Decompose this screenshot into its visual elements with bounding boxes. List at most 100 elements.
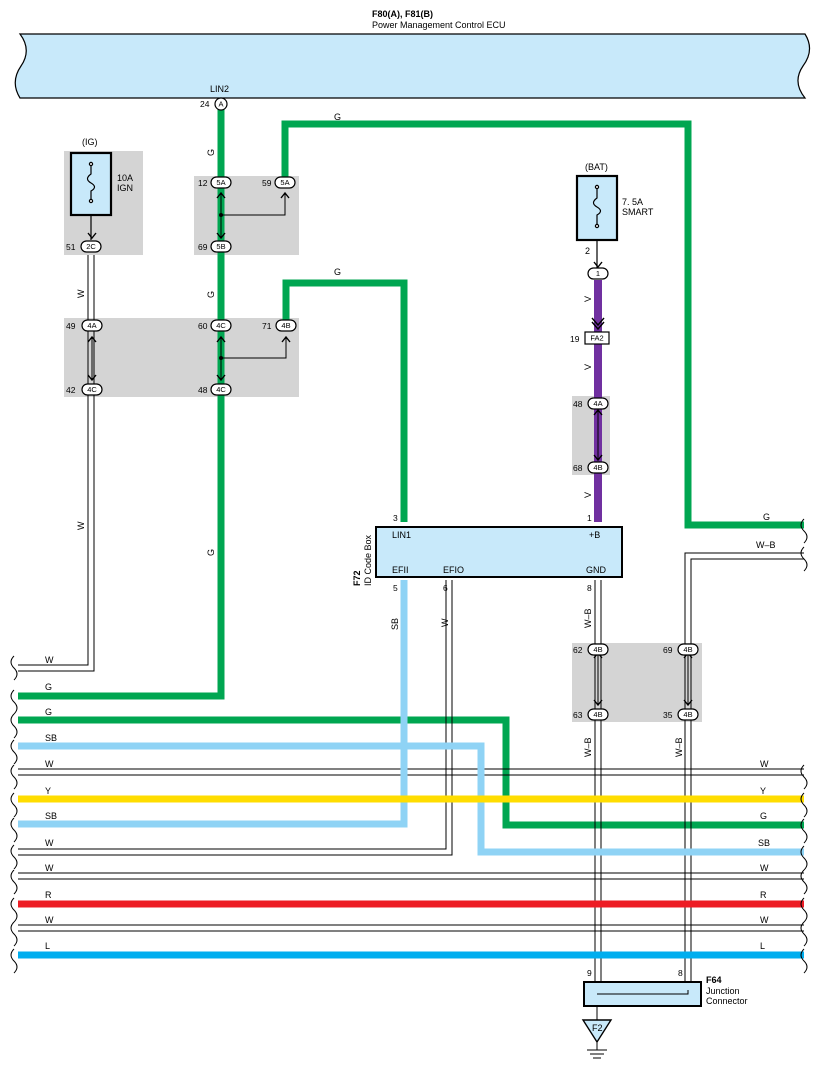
jb4-c35: 4B <box>683 710 692 719</box>
jb2-c42: 4C <box>87 385 97 394</box>
jb4-conn-35 <box>677 708 699 721</box>
jb2-conn-71 <box>275 319 297 332</box>
wl-g-l1: G <box>45 682 52 692</box>
jb2-p48: 48 <box>198 385 208 395</box>
junction-line1: Junction <box>706 986 740 996</box>
jb1-c59: 5A <box>280 178 289 187</box>
wl-w-1: W <box>76 289 86 298</box>
inline-conn: 1 <box>596 269 600 278</box>
wl-g-mid: G <box>334 267 341 277</box>
jb4-conn-63 <box>587 708 609 721</box>
inline-connector <box>587 267 609 280</box>
connector-pills: A 5A 5A 5B 2C 4A 4C 4B 4C 4C 1 FA2 4A 4B… <box>80 97 699 721</box>
white-wires <box>18 255 804 990</box>
idbox-p1: 1 <box>587 513 592 523</box>
jb1-conn-59 <box>274 176 296 189</box>
jb1-c12: 5A <box>216 178 225 187</box>
wl-w-l4: W <box>45 863 54 873</box>
ecu-pin-conn: A <box>218 100 223 109</box>
jb1-p69: 69 <box>198 242 208 252</box>
wl-y-r: Y <box>760 786 766 796</box>
idbox-p6: 6 <box>443 583 448 593</box>
idbox-p5: 5 <box>393 583 398 593</box>
jb4-p69: 69 <box>663 645 673 655</box>
ecu-pin-label: LIN2 <box>210 84 229 94</box>
jb2-p60: 60 <box>198 321 208 331</box>
wl-w-r2: W <box>760 863 769 873</box>
jb2-conn-49 <box>81 319 103 332</box>
fa2-label: FA2 <box>590 334 603 343</box>
wl-w-v: W <box>440 618 450 627</box>
connector-arrows <box>87 191 693 707</box>
jb1-p59: 59 <box>262 178 272 188</box>
fuse-bat-name: SMART <box>622 207 654 217</box>
jb2-conn-48 <box>210 383 232 396</box>
jb3-p48: 48 <box>573 399 583 409</box>
jb1-conn-69 <box>210 240 232 253</box>
jb1-conn-12 <box>210 176 232 189</box>
fuse-ig-conn <box>80 240 102 253</box>
wl-v-1: V <box>583 296 593 302</box>
ecu-bar <box>14 33 811 99</box>
jb2-conn-60 <box>210 319 232 332</box>
wl-w-2: W <box>76 521 86 530</box>
wl-w-l1: W <box>45 655 54 665</box>
wl-l-r: L <box>760 941 765 951</box>
wl-wb-3: W–B <box>674 737 684 757</box>
jb3-conn-48 <box>587 397 609 410</box>
ground-label: F2 <box>592 1023 603 1033</box>
fa2-connector <box>584 331 610 345</box>
wl-g-l2: G <box>45 707 52 717</box>
green-wires <box>18 108 804 829</box>
junction-p9: 9 <box>587 968 592 978</box>
wl-sb-l2: SB <box>45 811 57 821</box>
jb2-c48: 4C <box>216 385 226 394</box>
ecu-pin-connector <box>214 97 228 111</box>
ecu-name: Power Management Control ECU <box>372 20 506 30</box>
idbox-p3: 3 <box>393 513 398 523</box>
wl-wb-right: W–B <box>756 540 776 550</box>
junction-line2: Connector <box>706 996 748 1006</box>
fuse-bat-pin: 2 <box>585 246 590 256</box>
ecu-pin-no: 24 <box>200 99 210 109</box>
jb3-c48: 4A <box>593 399 602 408</box>
wl-y-l: Y <box>45 786 51 796</box>
fuse-bat-source: (BAT) <box>585 162 608 172</box>
jb4-p62: 62 <box>573 645 583 655</box>
idbox-p8: 8 <box>587 583 592 593</box>
wl-g-right: G <box>763 512 770 522</box>
fuse-ig-rating: 10A <box>117 173 133 183</box>
jb4-c62: 4B <box>593 645 602 654</box>
wl-w-r1: W <box>760 759 769 769</box>
jb4-c69: 4B <box>683 645 692 654</box>
jb2-p42: 42 <box>66 385 76 395</box>
pin-numbers: 24 12 59 69 51 49 60 71 42 48 19 48 68 6… <box>66 99 683 978</box>
fuse-bat-rating: 7. 5A <box>622 197 643 207</box>
fuse-ig-name: IGN <box>117 183 133 193</box>
fuse-ig-source: (IG) <box>82 137 98 147</box>
wl-l-l: L <box>45 941 50 951</box>
jb4-conn-69 <box>677 643 699 656</box>
vertical-wire-labels: G G G W W V V V SB W W–B W–B W–B <box>76 149 684 757</box>
wl-g-r: G <box>760 811 767 821</box>
jb3-conn-68 <box>587 461 609 474</box>
wl-v-3: V <box>583 492 593 498</box>
idbox-efio: EFIO <box>443 565 464 575</box>
idbox-gnd: GND <box>586 565 607 575</box>
jb1-p12: 12 <box>198 178 208 188</box>
jb2-c60: 4C <box>216 321 226 330</box>
wl-wb-2: W–B <box>583 737 593 757</box>
wl-sb-v: SB <box>390 618 400 630</box>
wl-w-r3: W <box>760 915 769 925</box>
wl-g-1: G <box>206 149 216 156</box>
fuse-ig-c: 2C <box>86 242 96 251</box>
idbox-id: F72 <box>352 570 362 586</box>
idbox-lin1: LIN1 <box>392 530 411 540</box>
wl-r-r: R <box>760 890 767 900</box>
jb1-c69: 5B <box>216 242 225 251</box>
fuse-ig-pin: 51 <box>66 242 76 252</box>
idbox-plus-b: +B <box>589 530 600 540</box>
jb4-conn-62 <box>587 643 609 656</box>
junction-p8: 8 <box>678 968 683 978</box>
